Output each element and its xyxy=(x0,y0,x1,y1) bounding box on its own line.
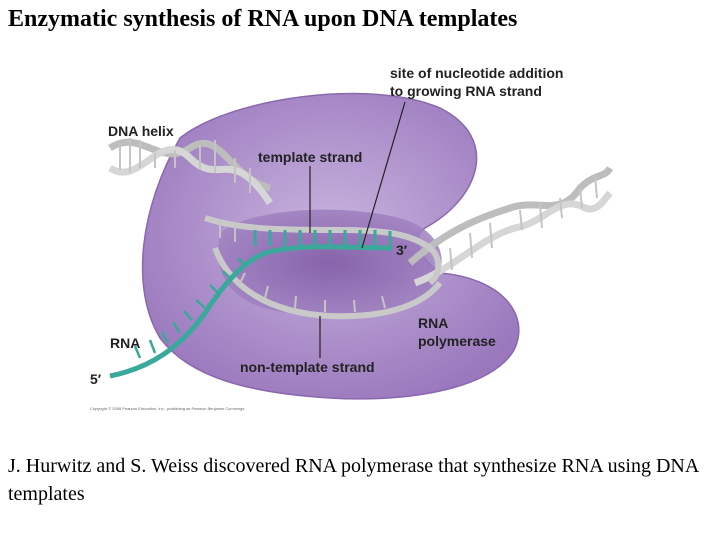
dna-helix-left xyxy=(108,138,273,205)
three-prime-label: 3′ xyxy=(396,242,408,258)
site-leader-line xyxy=(361,101,406,249)
rna-label: RNA xyxy=(110,335,140,351)
copyright-notice: Copyright © 2008 Pearson Education, Inc.… xyxy=(90,406,245,411)
rna-polymerase-label-line1: RNA xyxy=(418,315,448,331)
non-template-strand-label: non-template strand xyxy=(240,359,375,375)
rna-polymerase-diagram: site of nucleotide addition to growing R… xyxy=(80,58,620,418)
site-label-line2: to growing RNA strand xyxy=(390,83,542,99)
non-template-strand xyxy=(212,246,443,320)
site-label-line1: site of nucleotide addition xyxy=(390,65,563,81)
slide-title: Enzymatic synthesis of RNA upon DNA temp… xyxy=(8,6,518,32)
dna-helix-label: DNA helix xyxy=(108,123,174,139)
dna-helix-right xyxy=(407,166,614,287)
five-prime-label: 5′ xyxy=(90,371,102,387)
slide-caption: J. Hurwitz and S. Weiss discovered RNA p… xyxy=(8,455,699,505)
template-strand-label: template strand xyxy=(258,149,362,165)
rna-polymerase-label-line2: polymerase xyxy=(418,333,496,349)
rna-strand xyxy=(109,244,393,379)
template-strand xyxy=(204,215,442,286)
